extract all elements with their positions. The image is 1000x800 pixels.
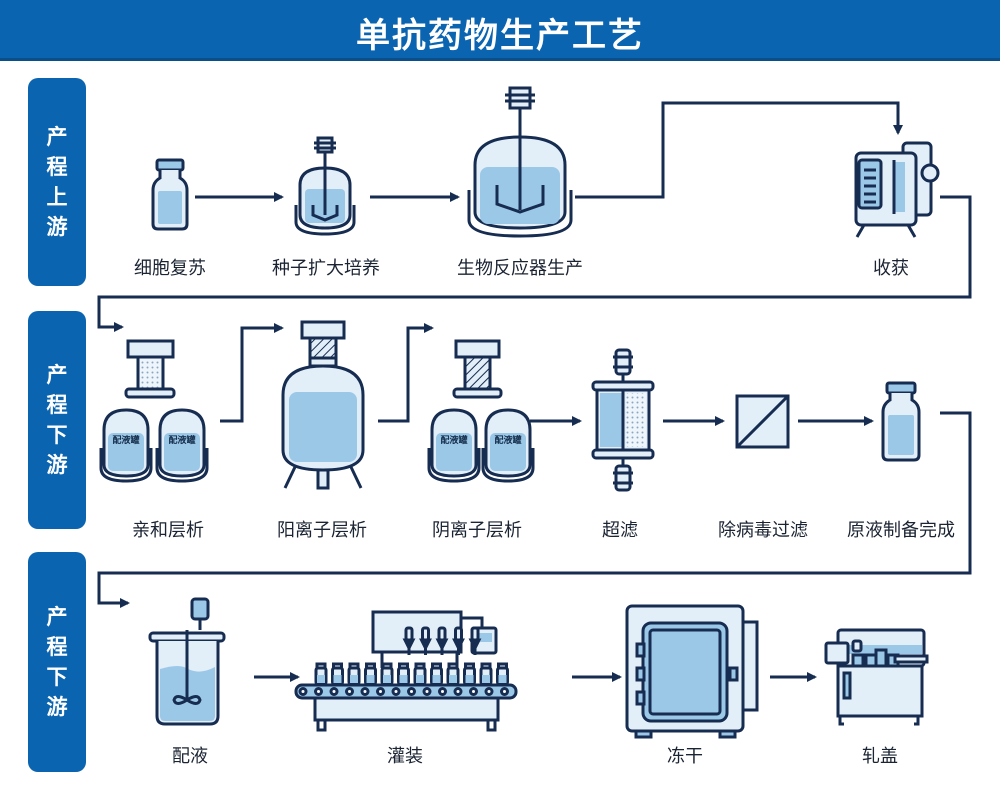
buffer-tank-icon: 配液罐: [99, 408, 153, 483]
filling-nozzle-tip: [468, 638, 482, 652]
header-banner: 单抗药物生产工艺: [0, 0, 1000, 61]
vial-liquid: [416, 675, 424, 683]
tank-tag: 配液罐: [112, 434, 139, 446]
step-label: 除病毒过滤: [718, 520, 808, 541]
filling-nozzle-tip: [452, 638, 465, 652]
stage-badge-downstream: 产 程 下 游: [28, 311, 86, 529]
flow-arrow: [378, 323, 434, 423]
tank-tag: 配液罐: [494, 434, 521, 446]
vial-liquid: [383, 675, 391, 683]
step-label: 配液: [172, 746, 208, 767]
mixing-tank-icon: [148, 597, 226, 726]
buffer-tank-icon: 配液罐: [155, 408, 209, 483]
stage-char: 产: [46, 605, 68, 629]
small-bioreactor-icon: [294, 136, 356, 236]
capping-machine-icon: [824, 628, 929, 726]
filling-nozzle: [454, 626, 463, 642]
flow-arrow: [575, 101, 903, 199]
conveyor-roller: [298, 687, 308, 696]
ultrafiltration-icon: [591, 348, 655, 492]
filling-nozzle-tip: [435, 638, 449, 652]
cation-tank-icon: [281, 320, 365, 490]
lyophilizer-icon: [625, 604, 759, 739]
conveyor-roller: [391, 687, 401, 696]
conveyor-roller: [376, 687, 385, 696]
vial-liquid: [465, 675, 474, 683]
stage-char: 产: [46, 125, 68, 149]
conveyor-roller: [484, 687, 494, 696]
step-label: 超滤: [602, 520, 638, 541]
vial-liquid: [399, 675, 408, 683]
stage-char: 下: [46, 423, 68, 447]
affinity-column-icon: 配液罐 配液罐: [99, 339, 209, 483]
anion-column-icon: 配液罐 配液罐: [427, 339, 535, 483]
step-label: 原液制备完成: [847, 520, 955, 541]
step-label: 生物反应器生产: [457, 258, 583, 279]
step-label: 轧盖: [862, 746, 898, 767]
filling-nozzle: [470, 626, 480, 642]
conveyor-roller: [345, 687, 354, 696]
page-title: 单抗药物生产工艺: [356, 16, 644, 56]
vial-liquid: [498, 675, 507, 683]
buffer-tank-icon: 配液罐: [481, 408, 535, 483]
bioreactor-icon: [467, 86, 573, 238]
vial-icon: [881, 381, 921, 462]
vial-liquid: [333, 675, 342, 683]
stage-char: 游: [46, 215, 68, 239]
stage-char: 程: [46, 155, 68, 179]
step-label: 冻干: [667, 746, 703, 767]
step-label: 种子扩大培养: [272, 258, 380, 279]
vial-liquid: [432, 675, 441, 683]
stage-badge-fill-finish: 产 程 下 游: [28, 552, 86, 772]
step-label: 收获: [873, 258, 909, 279]
step-label: 阴离子层析: [432, 520, 522, 541]
filling-nozzle-tip: [419, 638, 432, 652]
stage-char: 游: [46, 695, 68, 719]
vial-liquid: [366, 675, 375, 683]
flow-connector: [97, 411, 972, 608]
stage-badge-upstream: 产 程 上 游: [28, 78, 86, 286]
vial-liquid: [449, 675, 457, 683]
centrifuge-icon: [854, 141, 940, 238]
tank-tag: 配液罐: [440, 434, 467, 446]
conveyor-roller: [360, 687, 370, 696]
stage-char: 产: [46, 363, 68, 387]
flow-arrow: [220, 323, 284, 423]
stage-char: 游: [46, 453, 68, 477]
step-label: 阳离子层析: [277, 520, 367, 541]
flow-connector: [97, 195, 972, 332]
stage-char: 程: [46, 635, 68, 659]
conveyor-roller: [422, 687, 432, 696]
conveyor-roller: [453, 687, 463, 696]
step-label: 灌装: [387, 746, 423, 767]
vial-liquid: [482, 675, 490, 683]
step-label: 细胞复苏: [134, 258, 206, 279]
vial-icon: [151, 158, 189, 231]
conveyor-roller: [469, 687, 478, 696]
virus-filter-icon: [735, 394, 790, 449]
filling-nozzle-tip: [402, 638, 416, 652]
stage-char: 上: [46, 185, 68, 209]
step-label: 亲和层析: [132, 520, 204, 541]
filling-nozzle: [404, 626, 414, 642]
conveyor-roller: [438, 687, 447, 696]
vial-liquid: [350, 675, 358, 683]
vial-liquid: [317, 675, 325, 683]
filling-nozzle: [437, 626, 447, 642]
conveyor-roller: [329, 687, 339, 696]
filling-line-icon: [294, 610, 518, 732]
conveyor-roller: [407, 687, 416, 696]
tank-tag: 配液罐: [168, 434, 195, 446]
buffer-tank-icon: 配液罐: [427, 408, 481, 483]
stage-char: 程: [46, 393, 68, 417]
conveyor-roller: [314, 687, 323, 696]
stage-char: 下: [46, 665, 68, 689]
conveyor-roller: [500, 687, 509, 696]
filling-nozzle: [421, 626, 430, 642]
